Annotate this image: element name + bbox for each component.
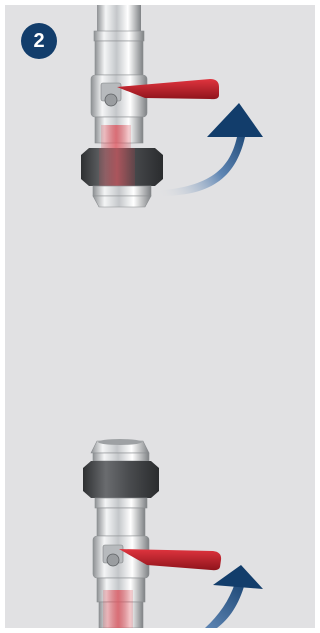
bottom-valve-assembly — [83, 439, 221, 628]
bottom-valve-hex — [97, 508, 145, 536]
top-pipe — [97, 5, 141, 35]
top-valve-assembly — [81, 5, 219, 207]
bottom-valve-stem-nut — [107, 554, 119, 566]
bottom-union-nut — [83, 461, 159, 498]
valve-illustration — [5, 5, 315, 628]
bottom-curved-arrow — [205, 565, 263, 628]
top-valve-hex — [95, 41, 143, 75]
bottom-inner-tube — [103, 590, 133, 628]
top-curved-arrow — [155, 103, 263, 196]
instruction-panel: 2 — [5, 5, 315, 628]
top-valve-stem-nut — [105, 94, 117, 106]
